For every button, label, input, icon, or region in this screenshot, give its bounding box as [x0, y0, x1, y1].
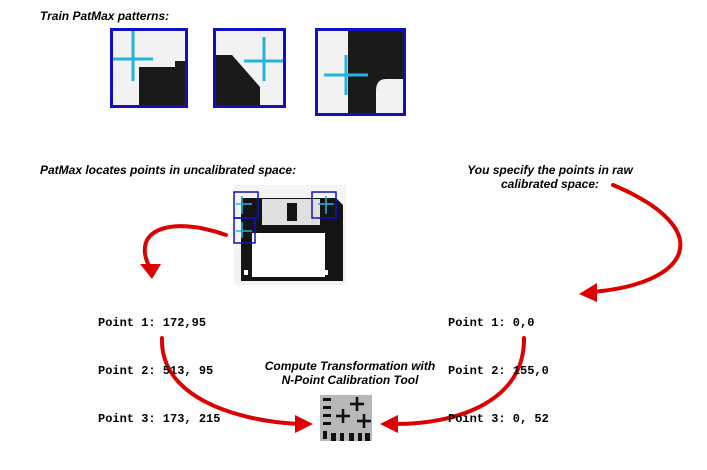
calibration-tool-icon [320, 395, 372, 441]
uncalibrated-points-list: Point 1: 172,95 Point 2: 513, 95 Point 3… [98, 283, 220, 443]
compute-transform-line-1: Compute Transformation with [264, 359, 436, 373]
calibrated-point-1: Point 1: 0,0 [448, 316, 535, 330]
arrowhead-left-to-tool [295, 415, 313, 433]
located-box-2 [311, 191, 337, 219]
specify-points-line-2: calibrated space: [500, 177, 600, 191]
training-patch-icon [216, 31, 283, 105]
uncalibrated-point-1: Point 1: 172,95 [98, 316, 207, 330]
locate-points-label: PatMax locates points in uncalibrated sp… [40, 163, 297, 177]
specify-points-label: You specify the points in raw calibrated… [445, 163, 655, 191]
training-patch-2 [213, 28, 286, 108]
arrow-left-to-tool [159, 336, 300, 426]
specify-points-line-1: You specify the points in raw [467, 163, 633, 177]
uncalibrated-point-3: Point 3: 173, 215 [98, 412, 221, 426]
arrow-right-to-tool [393, 336, 527, 426]
located-box-3 [233, 217, 256, 244]
uncalibrated-point-2: Point 2: 513, 95 [98, 364, 214, 378]
arrow-specify-to-points [588, 183, 683, 294]
compute-transform-line-2: N-Point Calibration Tool [281, 373, 419, 387]
training-patch-3 [315, 28, 406, 116]
located-patch-boxes [233, 191, 337, 244]
arrow-disk-to-points [142, 224, 228, 270]
arrowhead-right-to-tool [380, 415, 398, 433]
crosshair-icon [236, 196, 334, 238]
training-patch-1 [110, 28, 188, 108]
arrowhead-specify-to-points [579, 283, 597, 302]
calibrated-point-3: Point 3: 0, 52 [448, 412, 549, 426]
arrowhead-disk-to-points [140, 264, 161, 279]
compute-transform-label: Compute Transformation with N-Point Cali… [240, 359, 460, 387]
red-arrow-icon [142, 183, 683, 426]
calibrated-point-2: Point 2: 155,0 [448, 364, 549, 378]
train-patterns-label: Train PatMax patterns: [40, 9, 170, 23]
training-patch-icon [318, 31, 403, 113]
calibrated-points-list: Point 1: 0,0 Point 2: 155,0 Point 3: 0, … [448, 283, 549, 443]
training-patch-icon [113, 31, 185, 105]
